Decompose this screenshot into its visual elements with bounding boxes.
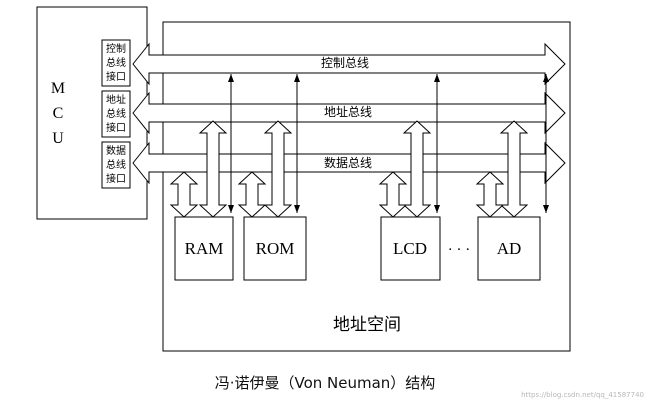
control-lines <box>228 74 549 213</box>
control-line-lcd-arrow-down <box>434 205 440 213</box>
interface-address-line1: 地址 <box>106 93 126 106</box>
control-line-ram-arrow-down <box>228 205 234 213</box>
bus-control: 控制总线 <box>132 42 566 86</box>
control-line-ram-arrow-up <box>228 74 234 82</box>
interface-control: 控制 总线 接口 <box>101 39 131 87</box>
watermark-text: https://blog.csdn.net/qq_41587740 <box>521 391 644 399</box>
mcu-label-c: C <box>53 105 64 122</box>
bus-data-label: 数据总线 <box>324 155 372 170</box>
mcu-label-m: M <box>51 80 65 97</box>
interface-data-line3: 接口 <box>106 172 126 185</box>
module-ellipsis: · · · <box>448 242 471 258</box>
module-ram: RAM <box>174 216 234 281</box>
data-arrows <box>169 171 505 218</box>
module-lcd-box <box>380 216 441 281</box>
interface-address-line2: 总线 <box>106 107 126 120</box>
interface-address-box <box>101 90 131 138</box>
interface-control-line3: 接口 <box>106 70 126 83</box>
bus-address: 地址总线 <box>132 91 566 135</box>
control-line-lcd-arrow-up <box>434 74 440 82</box>
interface-control-line2: 总线 <box>106 56 126 69</box>
control-line-ad-arrow-up <box>543 74 549 82</box>
bus-data: 数据总线 <box>132 141 566 185</box>
interface-data-line1: 数据 <box>106 144 126 157</box>
module-rom-label: ROM <box>256 239 295 258</box>
diagram-caption: 冯·诺伊曼（Von Neuman）结构 <box>214 374 436 392</box>
module-ad-label: AD <box>497 239 522 258</box>
bus-data-arrow <box>132 141 566 185</box>
address-space-label: 地址空间 <box>333 315 401 335</box>
module-lcd-label: LCD <box>393 239 427 258</box>
module-lcd: LCD <box>380 216 441 281</box>
interface-data-line2: 总线 <box>106 158 126 171</box>
module-ram-label: RAM <box>185 239 224 258</box>
control-line-ad-arrow-down <box>543 205 549 213</box>
bus-control-arrow <box>132 42 566 86</box>
interface-control-line1: 控制 <box>106 42 126 55</box>
module-rom-box <box>243 216 307 281</box>
interface-control-box <box>101 39 131 87</box>
module-ad-box <box>477 216 541 281</box>
bus-address-arrow <box>132 91 566 135</box>
bus-address-label: 地址总线 <box>324 105 372 119</box>
module-ram-box <box>174 216 234 281</box>
control-line-rom-arrow-up <box>294 74 300 82</box>
module-rom: ROM <box>243 216 307 281</box>
control-line-rom-arrow-down <box>294 205 300 213</box>
bus-control-label: 控制总线 <box>321 56 369 70</box>
interface-data: 数据 总线 接口 <box>101 141 131 189</box>
interface-address: 地址 总线 接口 <box>101 90 131 138</box>
module-ad: AD <box>477 216 541 281</box>
interface-address-line3: 接口 <box>106 121 126 134</box>
mcu-label-u: U <box>52 130 64 147</box>
interface-data-box <box>101 141 131 189</box>
